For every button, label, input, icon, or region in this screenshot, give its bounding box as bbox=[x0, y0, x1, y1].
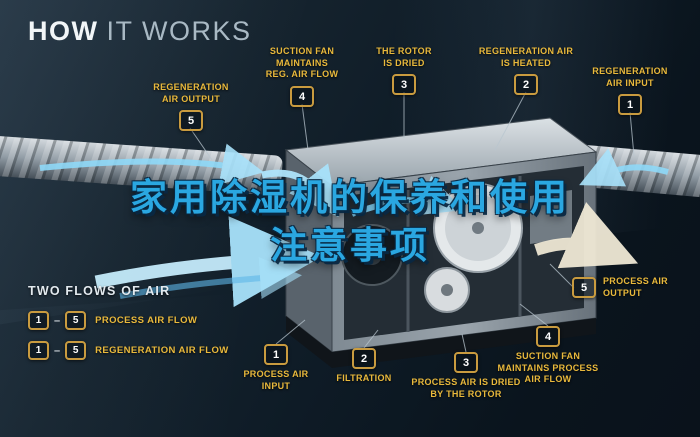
airflow-arrows bbox=[39, 143, 669, 308]
legend-row-regeneration-air: 1 – 5 REGENERATION AIR FLOW bbox=[28, 341, 229, 360]
badge-number: 1 bbox=[35, 345, 42, 356]
legend-label: PROCESS AIR FLOW bbox=[95, 315, 198, 326]
process-input-arrow-icon bbox=[119, 257, 302, 299]
process-fan-icon bbox=[424, 267, 470, 313]
callout-label: REGENERATION AIR INPUT bbox=[592, 66, 668, 88]
badge-number: 5 bbox=[72, 345, 79, 356]
badge-number: 1 bbox=[35, 315, 42, 326]
suction-fan-icon bbox=[341, 224, 403, 286]
regeneration-flow-arrow-icon bbox=[261, 163, 339, 218]
badge-number: 4 bbox=[544, 330, 552, 343]
callout-badge: 2 bbox=[352, 348, 376, 369]
title-word-how: HOW bbox=[28, 16, 99, 46]
callout-badge: 2 bbox=[514, 74, 538, 96]
callout-process-air-dried: 3 PROCESS AIR IS DRIED BY THE ROTOR bbox=[402, 352, 530, 400]
callout-badge: 1 bbox=[618, 94, 642, 116]
regeneration-flow-arrow-icon bbox=[39, 143, 264, 185]
callout-label: PROCESS AIR INPUT bbox=[243, 369, 309, 391]
title-word-it-works: IT WORKS bbox=[106, 16, 252, 46]
callout-label: REGENERATION AIR OUTPUT bbox=[153, 82, 229, 104]
overlay-headline-line2: 注意事项 bbox=[270, 225, 430, 267]
callout-regeneration-air-input: REGENERATION AIR INPUT 1 bbox=[582, 66, 678, 116]
internal-flow-arrow-icon bbox=[350, 175, 464, 217]
legend-label: REGENERATION AIR FLOW bbox=[95, 345, 229, 356]
overlay-headline: 家用除湿机的保养和使用 注意事项 bbox=[0, 176, 700, 269]
badge-number: 3 bbox=[462, 356, 470, 369]
callout-badge: 5 bbox=[179, 110, 203, 132]
callout-suction-fan-reg: SUCTION FAN MAINTAINS REG. AIR FLOW 4 bbox=[250, 46, 354, 108]
badge-number: 2 bbox=[360, 352, 368, 365]
left-spiral-duct bbox=[0, 134, 283, 196]
callout-label: PROCESS AIR OUTPUT bbox=[603, 276, 668, 298]
callout-process-air-input: 1 PROCESS AIR INPUT bbox=[232, 344, 320, 392]
badge-number: 5 bbox=[580, 281, 588, 294]
legend-dash: – bbox=[54, 344, 61, 357]
callout-regeneration-air-output: REGENERATION AIR OUTPUT 5 bbox=[136, 82, 246, 132]
legend-heading: TWO FLOWS OF AIR bbox=[28, 284, 171, 298]
leader-lines bbox=[189, 91, 635, 353]
badge-number: 4 bbox=[298, 90, 306, 103]
badge-number: 3 bbox=[400, 78, 408, 91]
legend-row-process-air: 1 – 5 PROCESS AIR FLOW bbox=[28, 311, 229, 330]
callout-filtration: 2 FILTRATION bbox=[322, 348, 406, 385]
callout-regeneration-air-heated: REGENERATION AIR IS HEATED 2 bbox=[470, 46, 582, 96]
overlay-headline-line1: 家用除湿机的保养和使用 bbox=[130, 177, 570, 218]
process-output-arrow-icon bbox=[534, 202, 639, 269]
badge-number: 5 bbox=[72, 315, 79, 326]
callout-badge: 3 bbox=[454, 352, 478, 373]
legend-badge-end: 5 bbox=[65, 341, 87, 360]
legend-badge-start: 1 bbox=[28, 341, 49, 360]
callout-label: SUCTION FAN MAINTAINS PROCESS AIR FLOW bbox=[497, 351, 599, 385]
callout-label: SUCTION FAN MAINTAINS REG. AIR FLOW bbox=[265, 46, 339, 80]
callout-label: FILTRATION bbox=[336, 373, 392, 383]
callout-suction-fan-process: 4 SUCTION FAN MAINTAINS PROCESS AIR FLOW bbox=[492, 326, 604, 386]
callout-badge: 4 bbox=[536, 326, 560, 347]
legend-dash: – bbox=[54, 314, 61, 327]
legend: TWO FLOWS OF AIR 1 – 5 PROCESS AIR FLOW … bbox=[28, 284, 229, 371]
callout-rotor-is-dried: THE ROTOR IS DRIED 3 bbox=[362, 46, 446, 96]
badge-number: 5 bbox=[187, 114, 195, 127]
badge-number: 1 bbox=[272, 348, 280, 361]
badge-number: 2 bbox=[522, 78, 530, 91]
legend-badge-start: 1 bbox=[28, 311, 49, 330]
regeneration-input-arrow-icon bbox=[579, 148, 669, 187]
callout-label: THE ROTOR IS DRIED bbox=[376, 46, 432, 68]
callout-label: PROCESS AIR IS DRIED BY THE ROTOR bbox=[411, 377, 521, 399]
callout-badge: 3 bbox=[392, 74, 416, 96]
callout-process-air-output: 5 PROCESS AIR OUTPUT bbox=[572, 276, 696, 299]
callout-badge: 1 bbox=[264, 344, 288, 365]
legend-badge-end: 5 bbox=[65, 311, 87, 330]
callout-badge: 4 bbox=[290, 86, 314, 108]
callout-badge: 5 bbox=[572, 277, 596, 299]
callout-label: REGENERATION AIR IS HEATED bbox=[478, 46, 574, 68]
badge-number: 1 bbox=[626, 98, 634, 111]
